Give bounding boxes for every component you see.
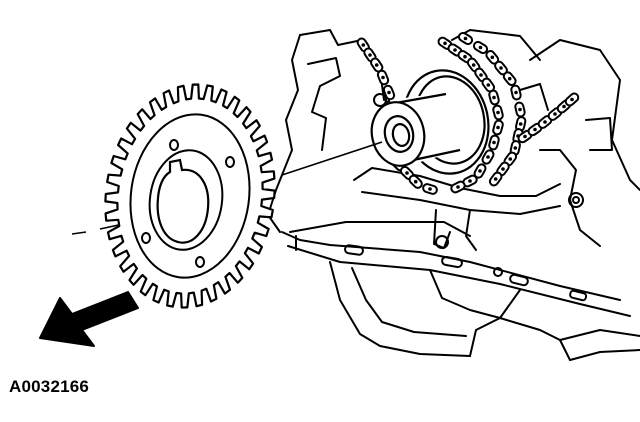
chain-pin	[478, 169, 482, 173]
chain-pin	[413, 179, 418, 184]
chain-pin	[507, 76, 512, 81]
chain-pin	[513, 146, 518, 150]
chain-pin	[361, 43, 366, 47]
chain-pin	[368, 53, 372, 57]
figure-id-label: A0032166	[9, 377, 90, 396]
chain-pin	[496, 125, 500, 130]
chain-pin	[374, 63, 379, 67]
chain-pin	[405, 171, 409, 175]
chain-pin	[501, 167, 505, 171]
chain-pin	[514, 90, 518, 95]
chain-pin	[453, 48, 457, 52]
arrow-icon	[39, 291, 139, 347]
chain-pin	[562, 104, 566, 109]
chain-pin	[479, 73, 483, 77]
chain-pin	[518, 122, 523, 126]
chain-pin	[428, 187, 432, 191]
chain-pin	[471, 63, 476, 67]
chain-pin	[570, 97, 574, 102]
chain-pin	[463, 54, 467, 59]
chain-pin	[496, 110, 500, 115]
chain-pin	[553, 112, 557, 116]
chain-pin	[518, 107, 522, 112]
chain-pin	[523, 134, 527, 139]
chain-pin	[492, 95, 496, 100]
chain-pin	[533, 127, 537, 132]
chain-pin	[490, 55, 495, 60]
chain-pin	[486, 83, 491, 87]
chain-pin	[443, 41, 447, 46]
crankshaft-sensor-ring	[104, 83, 276, 309]
chain-pin	[478, 45, 483, 50]
chain-pin	[493, 177, 498, 181]
chain-pin	[543, 120, 547, 124]
chain-pin	[381, 75, 385, 80]
direction-arrow	[39, 291, 139, 347]
chain-pin	[468, 179, 472, 183]
timing-chain	[356, 31, 580, 195]
chain-pin	[486, 155, 490, 159]
chain-pin	[463, 36, 468, 41]
chain-pin	[492, 140, 496, 145]
chain-pin	[456, 185, 460, 189]
chain-pin	[387, 90, 391, 95]
chain-pin	[508, 157, 513, 161]
crankshaft-sprocket	[370, 69, 490, 175]
engine-block	[267, 29, 640, 361]
chain-pin	[499, 66, 503, 70]
